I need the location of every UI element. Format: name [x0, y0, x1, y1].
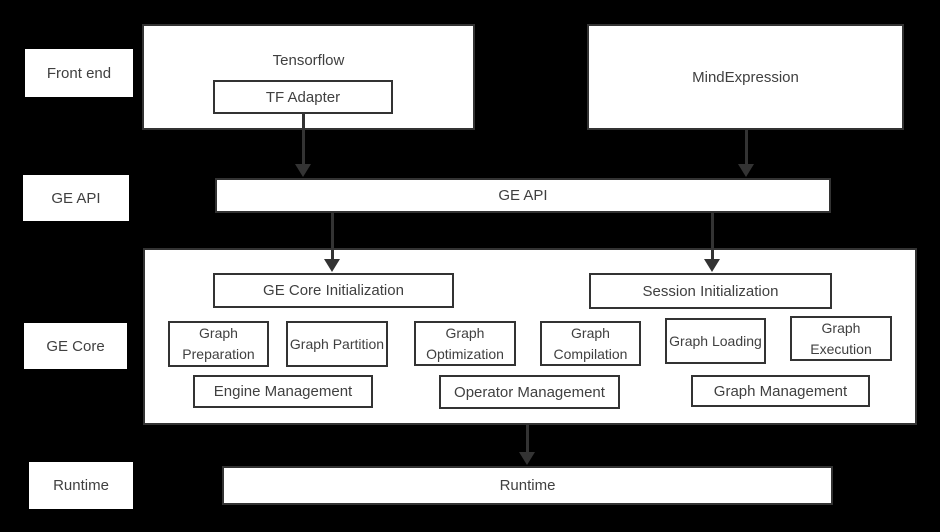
arrow-shaft	[710, 213, 714, 262]
arrow-mindexpression-to-ge-api	[738, 130, 754, 177]
module-box-graph-compilation: Graph Compilation	[540, 321, 641, 366]
arrow-tf-adapter-to-ge-api	[295, 114, 311, 177]
tensorflow-box: Tensorflow TF Adapter	[142, 24, 475, 130]
management-box-operator: Operator Management	[439, 375, 620, 409]
layer-label-ge-core: GE Core	[24, 323, 127, 369]
tf-adapter-box: TF Adapter	[213, 80, 393, 114]
arrow-ge-core-to-runtime	[519, 425, 535, 465]
arrow-head-icon	[704, 259, 720, 272]
arrow-head-icon	[324, 259, 340, 272]
arrow-head-icon	[519, 452, 535, 465]
module-box-graph-loading: Graph Loading	[665, 318, 766, 364]
runtime-bar: Runtime	[222, 466, 833, 505]
layer-label-front-end: Front end	[25, 49, 133, 97]
session-initialization-box: Session Initialization	[589, 273, 832, 309]
ge-core-container: GE Core Initialization Session Initializ…	[143, 248, 917, 425]
layer-label-runtime: Runtime	[29, 462, 133, 509]
arrow-shaft	[301, 114, 305, 167]
ge-core-initialization-box: GE Core Initialization	[213, 273, 454, 308]
arrow-head-icon	[738, 164, 754, 177]
tensorflow-label: Tensorflow	[272, 52, 345, 69]
arrow-head-icon	[295, 164, 311, 177]
module-box-graph-preparation: Graph Preparation	[168, 321, 269, 367]
management-box-engine: Engine Management	[193, 375, 373, 408]
mindexpression-box: MindExpression	[587, 24, 904, 130]
layer-label-ge-api: GE API	[23, 175, 129, 221]
ge-api-bar: GE API	[215, 178, 831, 213]
arrow-shaft	[525, 425, 529, 455]
arrow-shaft	[744, 130, 748, 167]
module-box-graph-optimization: Graph Optimization	[414, 321, 516, 366]
arrow-ge-api-to-session-initialization	[704, 213, 720, 272]
arrow-ge-api-to-ge-core-initialization	[324, 213, 340, 272]
management-box-graph: Graph Management	[691, 375, 870, 407]
module-box-graph-execution: Graph Execution	[790, 316, 892, 361]
module-box-graph-partition: Graph Partition	[286, 321, 388, 367]
arrow-shaft	[330, 213, 334, 262]
